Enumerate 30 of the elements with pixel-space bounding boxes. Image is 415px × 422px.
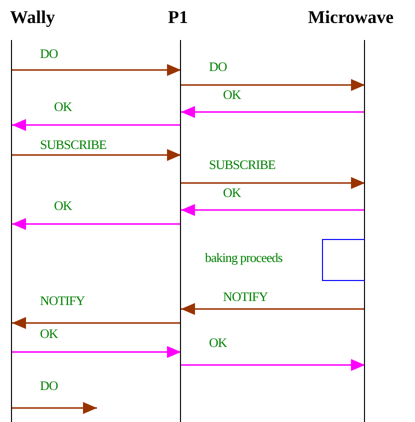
message-label: OK [223, 87, 241, 102]
message-arrow [12, 119, 181, 131]
message-arrow [12, 346, 181, 358]
message-label: NOTIFY [223, 289, 268, 304]
lifeline-heading: Microwave [308, 6, 394, 28]
message-arrow [12, 64, 181, 76]
message-label: OK [209, 335, 227, 350]
message-arrow [181, 177, 365, 189]
message-label: SUBSCRIBE [40, 137, 106, 152]
message-label: OK [54, 99, 72, 114]
message-arrow [181, 204, 365, 216]
message-label: OK [223, 185, 241, 200]
message-label: DO [209, 59, 227, 74]
message-label: NOTIFY [40, 293, 85, 308]
message-arrow [181, 106, 365, 118]
message-arrow [181, 303, 365, 315]
message-arrow [12, 402, 97, 414]
message-label: OK [54, 198, 72, 213]
lifeline-heading: Wally [10, 6, 56, 28]
message-arrow [181, 79, 365, 91]
message-arrow [12, 149, 181, 161]
message-arrow [12, 317, 181, 329]
message-label: OK [40, 326, 58, 341]
message-arrow [12, 218, 181, 230]
message-label: DO [40, 378, 58, 393]
message-label: SUBSCRIBE [209, 157, 276, 172]
message-arrow [181, 359, 365, 371]
message-label: DO [40, 46, 58, 61]
activity-note: baking proceeds [205, 250, 282, 265]
lifeline-heading: P1 [168, 6, 188, 28]
